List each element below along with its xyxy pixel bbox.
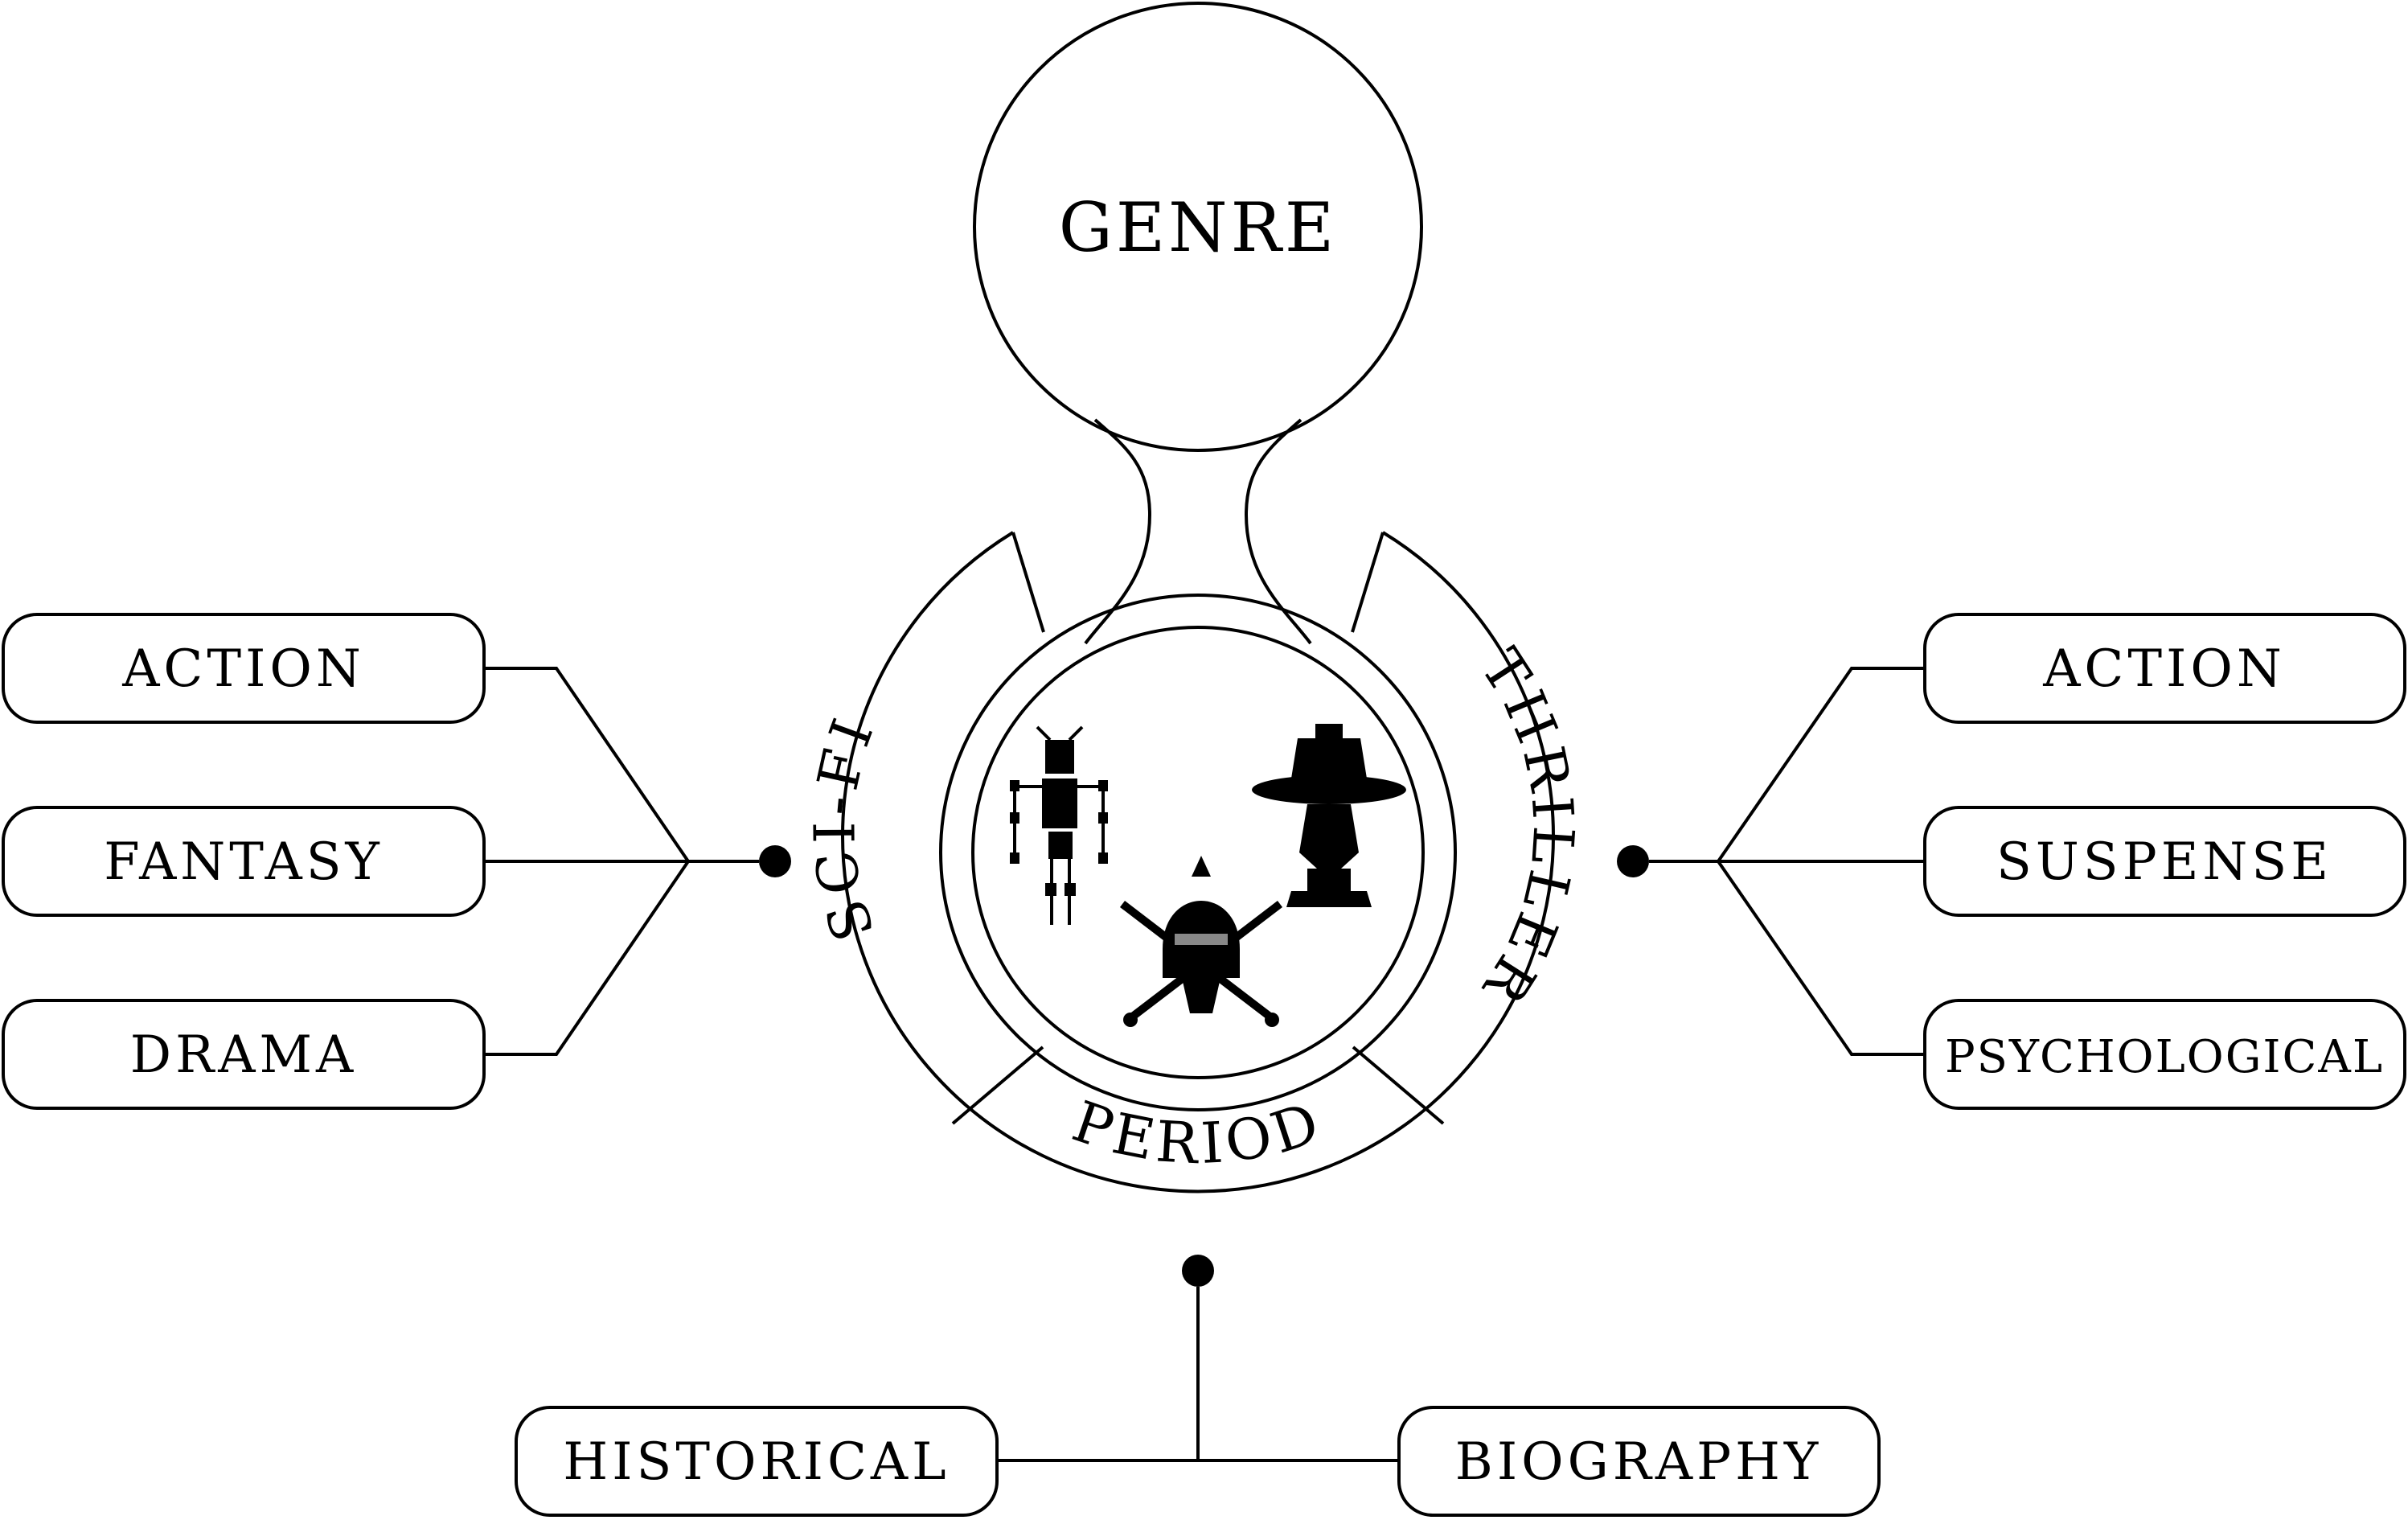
svg-text:PSYCHOLOGICAL: PSYCHOLOGICAL — [1945, 1031, 2384, 1083]
right-item-psychological[interactable]: PSYCHOLOGICAL — [1923, 999, 2406, 1110]
ring-end-left — [1011, 532, 1045, 633]
svg-text:SUSPENSE: SUSPENSE — [1996, 832, 2332, 892]
fedora-gangster-icon — [1252, 724, 1406, 907]
svg-text:BIOGRAPHY: BIOGRAPHY — [1455, 1432, 1822, 1492]
bottom-item-historical[interactable]: HISTORICAL — [515, 1406, 999, 1517]
inner-ring-edge — [939, 594, 1457, 1111]
svg-text:ACTION: ACTION — [2042, 639, 2286, 699]
segment-divider-right — [1352, 1046, 1445, 1125]
svg-text:DRAMA: DRAMA — [130, 1025, 357, 1085]
spartan-helmet-crossed-swords-icon — [1119, 856, 1283, 1027]
svg-text:FANTASY: FANTASY — [104, 832, 384, 892]
neck-left — [1084, 418, 1152, 645]
left-item-action[interactable]: ACTION — [2, 613, 486, 724]
genre-circle — [973, 2, 1423, 452]
segment-divider-left — [951, 1046, 1044, 1125]
svg-text:HISTORICAL: HISTORICAL — [563, 1432, 950, 1492]
ring-end-right — [1351, 532, 1384, 633]
outer-ring — [841, 531, 1555, 1193]
genre-title: GENRE — [1059, 188, 1337, 267]
robot-icon — [1010, 725, 1108, 925]
icon-circle — [971, 626, 1425, 1079]
left-item-fantasy[interactable]: FANTASY — [2, 806, 486, 917]
right-branch-dot[interactable] — [1617, 845, 1649, 877]
bottom-item-biography[interactable]: BIOGRAPHY — [1397, 1406, 1881, 1517]
right-branch-connector — [1649, 667, 1925, 1056]
left-branch-connector — [486, 667, 759, 1056]
svg-text:ACTION: ACTION — [121, 639, 365, 699]
segment-sci-fi: SCI-FI — [802, 706, 888, 948]
segment-thriller: THRILLER — [1468, 638, 1587, 1019]
left-branch-dot[interactable] — [759, 845, 791, 877]
right-item-suspense[interactable]: SUSPENSE — [1923, 806, 2406, 917]
bottom-branch-dot[interactable] — [1182, 1255, 1214, 1287]
right-item-action[interactable]: ACTION — [1923, 613, 2406, 724]
neck-right — [1244, 418, 1312, 645]
left-item-drama[interactable]: DRAMA — [2, 999, 486, 1110]
segment-period: PERIOD — [1065, 1088, 1331, 1177]
bottom-branch-connector — [999, 1287, 1399, 1462]
